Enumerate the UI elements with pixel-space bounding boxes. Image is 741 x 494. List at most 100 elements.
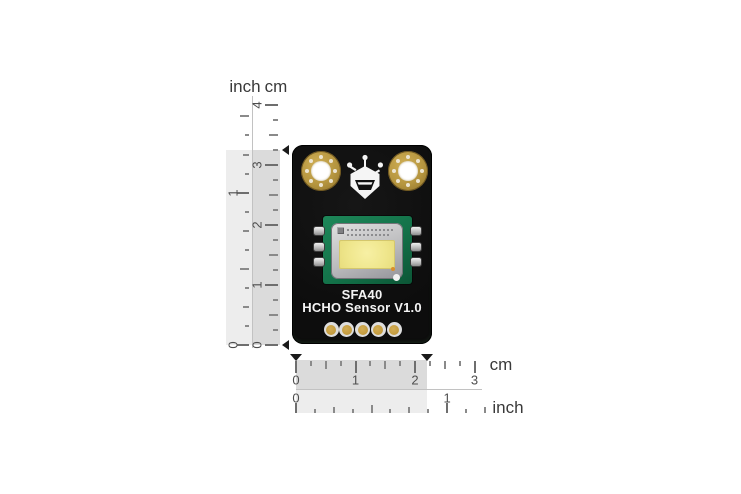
v-inch-tick [242, 229, 249, 232]
ring-dot [391, 169, 396, 173]
v-cm-number: 0 [249, 341, 265, 349]
v-cm-tick [272, 299, 278, 301]
sensor-pin-right [411, 243, 421, 251]
v-cm-tick [272, 239, 278, 241]
ring-dot [416, 179, 421, 184]
vertical-ruler-inch-label: inch [229, 77, 261, 96]
laser-datamatrix-mark [337, 227, 344, 234]
horizontal-highlight-inch-band [296, 389, 427, 413]
h-cm-tick [324, 361, 327, 369]
v-cm-tick [272, 179, 278, 181]
v-cm-tick [265, 284, 278, 286]
through-hole-pad [386, 322, 402, 337]
v-cm-tick [265, 104, 278, 106]
h-cm-number: 1 [351, 372, 360, 388]
horizontal-ruler-divider-line [296, 389, 482, 390]
vertical-highlight-cm-band [252, 150, 280, 345]
laser-etched-text-row [347, 234, 391, 236]
v-cm-tick [272, 329, 278, 331]
v-cm-tick [265, 224, 278, 226]
h-cm-tick [295, 361, 297, 373]
height-marker-bottom-icon [282, 340, 289, 350]
h-cm-number: 2 [411, 372, 419, 388]
ring-dot [406, 154, 410, 159]
v-cm-number: 4 [249, 101, 265, 109]
v-inch-tick [240, 267, 249, 270]
sensor-pin-left [314, 227, 324, 235]
v-inch-tick [237, 191, 249, 194]
h-cm-tick [384, 361, 387, 369]
h-cm-tick [428, 361, 431, 366]
through-hole-pad [339, 322, 355, 337]
mounting-hole-left-center [311, 161, 331, 181]
v-inch-tick [242, 305, 249, 308]
v-cm-number: 3 [249, 161, 265, 169]
sensor-pin-left [314, 243, 324, 251]
vertical-ruler-divider-line [252, 96, 253, 348]
pad-gold-center [389, 324, 399, 335]
h-inch-tick [427, 409, 430, 413]
ring-dot [319, 154, 323, 159]
h-inch-tick [483, 407, 486, 413]
v-inch-tick [244, 134, 249, 137]
sensor-pin-right [411, 227, 421, 235]
v-inch-tick [244, 248, 249, 251]
v-inch-tick [242, 153, 249, 156]
h-cm-tick [473, 361, 476, 373]
v-cm-tick [269, 134, 278, 136]
h-cm-tick [443, 361, 446, 369]
width-marker-right-icon [421, 354, 433, 361]
h-inch-tick [295, 403, 297, 413]
v-inch-number: 0 [225, 341, 241, 349]
h-cm-tick [354, 361, 357, 373]
horizontal-highlight-cm-band [296, 360, 427, 389]
v-inch-tick [237, 344, 249, 346]
sensor-pin-left [314, 258, 324, 266]
ring-dot [420, 169, 425, 173]
pad-gold-center [326, 324, 336, 335]
board-subtitle: HCHO Sensor V1.0 [302, 300, 422, 315]
h-cm-tick [339, 361, 342, 366]
v-cm-number: 1 [249, 281, 265, 289]
h-inch-tick [313, 409, 316, 413]
dfrobot-logo-icon [347, 154, 383, 199]
v-cm-tick [269, 194, 278, 196]
ring-dot [406, 183, 410, 188]
board-title: SFA40 [341, 287, 383, 302]
pad-gold-center [357, 324, 368, 335]
height-marker-top-icon [282, 145, 289, 155]
pad-gold-center [373, 324, 384, 335]
orange-index-dot [391, 267, 395, 271]
h-inch-tick [389, 409, 392, 413]
h-inch-tick [332, 407, 335, 413]
v-inch-tick [244, 286, 249, 289]
h-cm-tick [458, 361, 461, 366]
horizontal-ruler-cm-label: cm [489, 355, 513, 374]
h-cm-tick [414, 361, 416, 373]
v-cm-tick [269, 254, 278, 256]
h-cm-number: 0 [292, 372, 300, 388]
ring-dot [329, 158, 334, 163]
through-hole-pad [355, 322, 370, 337]
sensor-membrane [339, 240, 395, 269]
pad-gold-center [341, 324, 352, 335]
v-inch-tick [240, 115, 249, 118]
v-inch-tick [244, 324, 249, 327]
vertical-ruler-cm-label: cm [264, 77, 288, 96]
ring-dot [329, 179, 334, 184]
horizontal-ruler-inch-label: inch [492, 398, 524, 417]
v-cm-tick [272, 269, 278, 271]
h-inch-number: 0 [292, 390, 300, 406]
v-inch-tick [244, 172, 249, 175]
h-cm-tick [399, 361, 402, 366]
sensor-pin-right [411, 258, 421, 266]
through-hole-pad [370, 322, 386, 337]
h-inch-tick [370, 405, 373, 413]
v-cm-tick [265, 344, 278, 346]
v-cm-tick [265, 164, 278, 166]
ring-dot [333, 169, 338, 173]
h-cm-tick [309, 361, 312, 366]
ring-dot [308, 179, 313, 184]
ring-dot [395, 158, 400, 163]
